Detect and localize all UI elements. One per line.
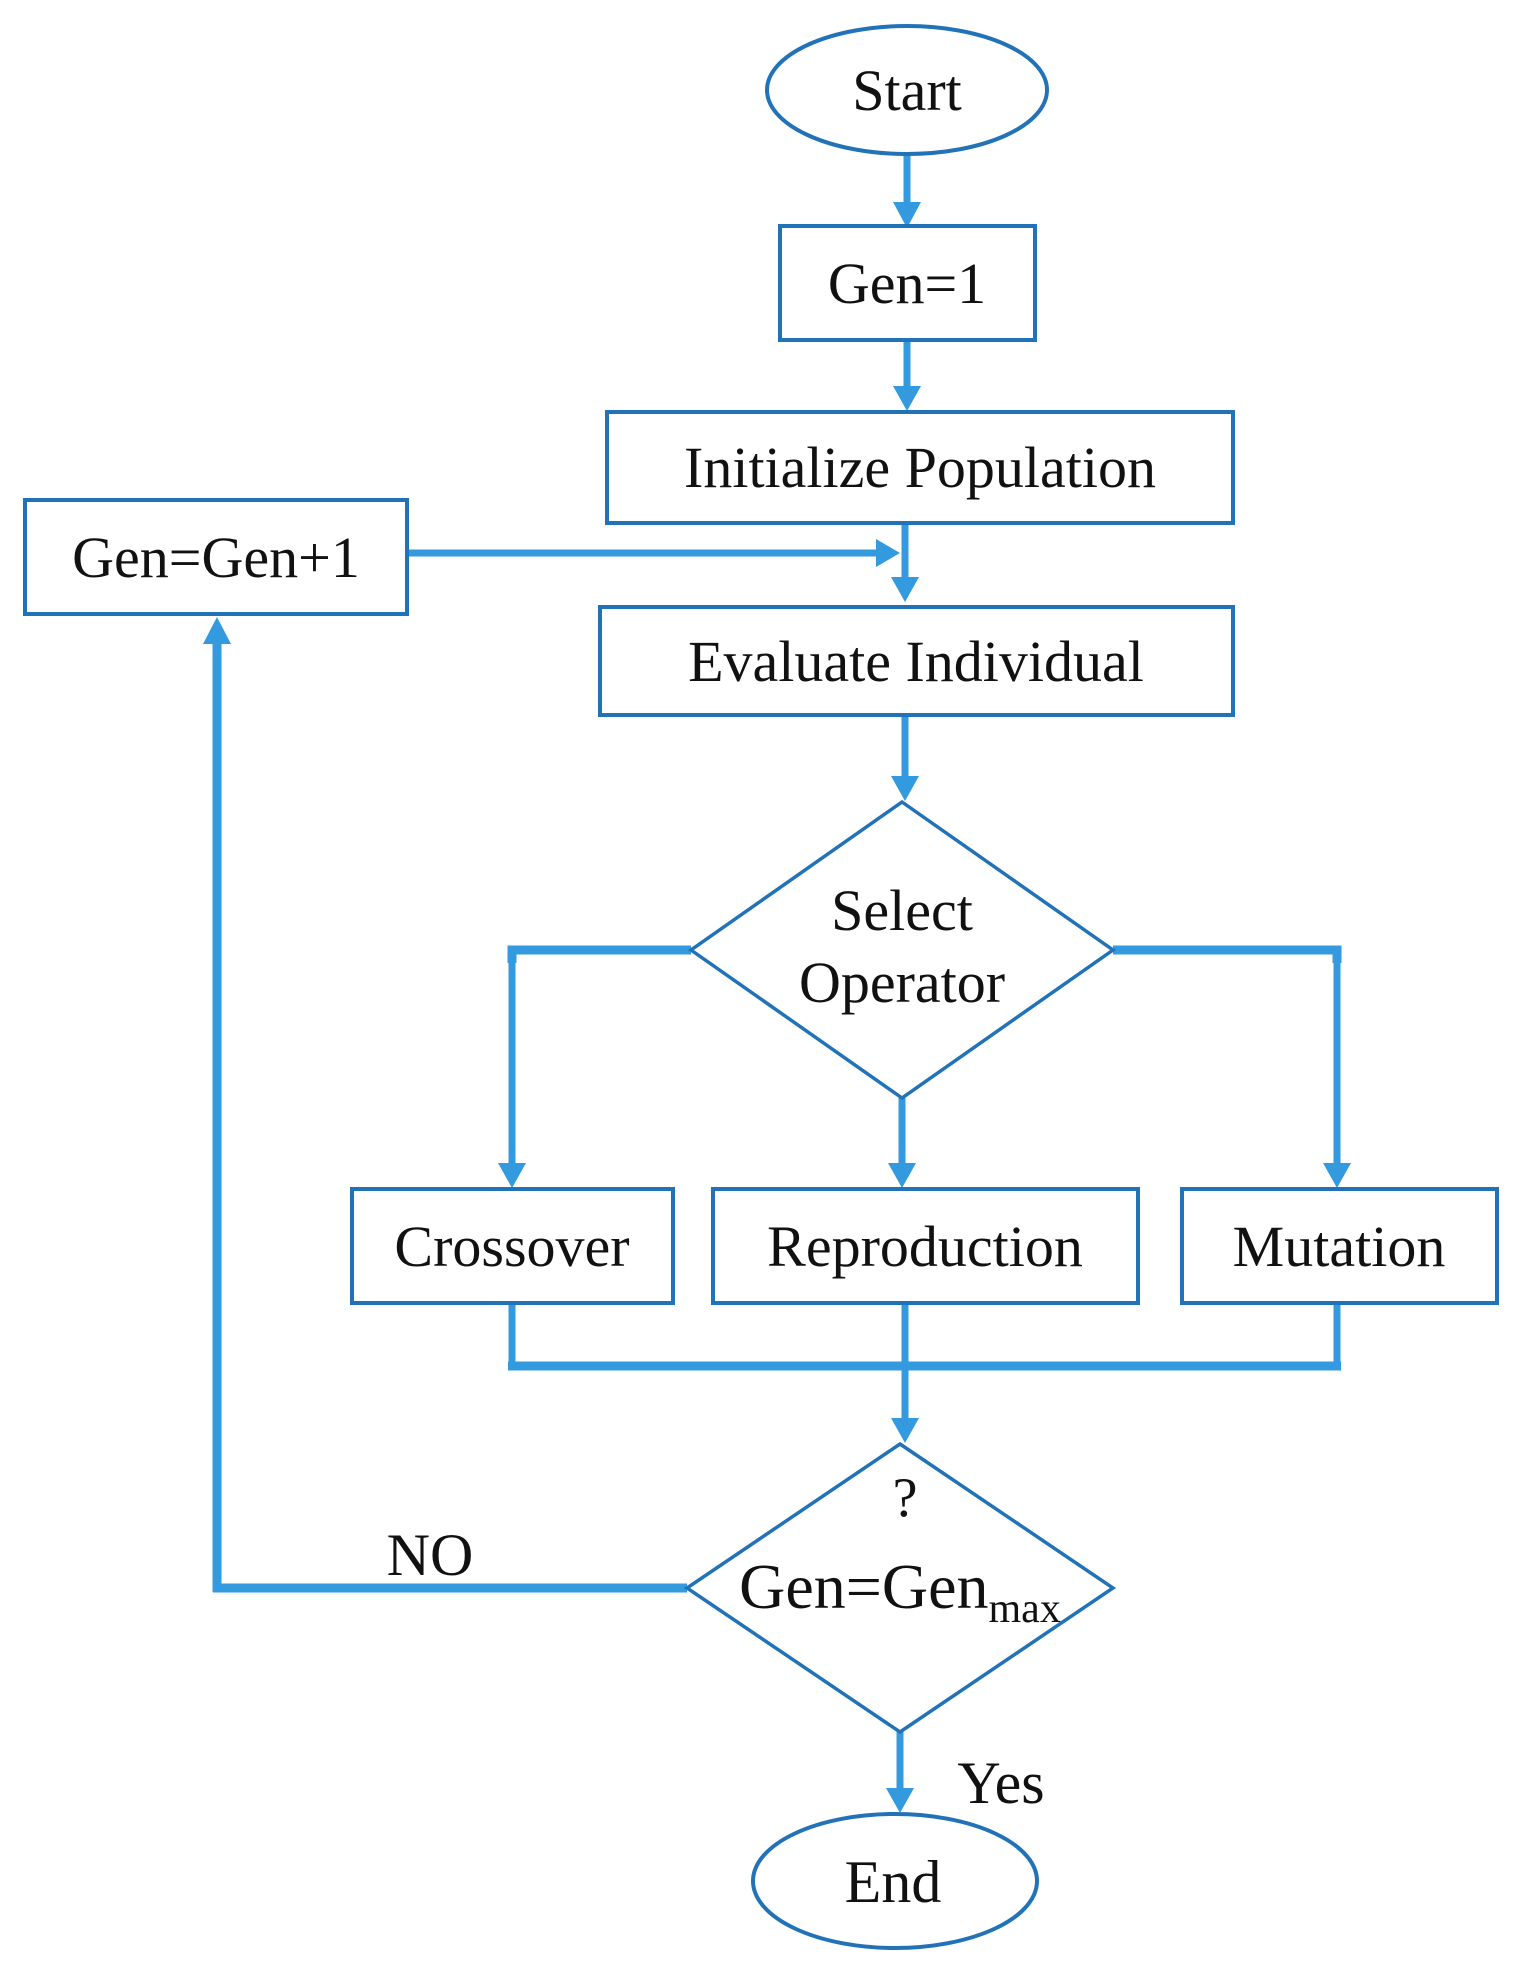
- gen-increment-label: Gen=Gen+1: [72, 525, 360, 590]
- edge-select-to-crossover: [498, 945, 691, 1188]
- gen-increment-rect: [23, 498, 409, 616]
- edge-genincrement-to-junction: [407, 539, 900, 567]
- reproduction-node: Reproduction: [711, 1187, 1140, 1305]
- edge-select-to-mutation: [1113, 945, 1351, 1188]
- termination-check-node: ? Gen=Genmax: [683, 1441, 1117, 1735]
- termination-check-label-subscript: max: [989, 1586, 1061, 1632]
- end-ellipse: [751, 1812, 1039, 1950]
- no-edge-label: NO: [387, 1522, 474, 1588]
- initialize-population-rect: [605, 410, 1235, 525]
- start-label: Start: [852, 58, 962, 123]
- gen-increment-node: Gen=Gen+1: [23, 498, 409, 616]
- yes-edge-label: Yes: [957, 1750, 1044, 1816]
- edge-reproduction-to-termination: [891, 1303, 919, 1443]
- select-operator-label-line1: Select: [831, 878, 973, 943]
- crossover-node: Crossover: [350, 1187, 675, 1305]
- reproduction-label: Reproduction: [767, 1214, 1083, 1279]
- initialize-population-node: Initialize Population: [605, 410, 1235, 525]
- termination-check-label: Gen=Genmax: [739, 1551, 1061, 1632]
- edge-start-to-gen1: [893, 152, 921, 228]
- crossover-rect: [350, 1187, 675, 1305]
- reproduction-rect: [711, 1187, 1140, 1305]
- initialize-population-label: Initialize Population: [684, 435, 1156, 500]
- evaluate-individual-label: Evaluate Individual: [688, 629, 1144, 694]
- edge-yes-to-end: [886, 1732, 914, 1813]
- select-operator-node: Select Operator: [687, 799, 1117, 1101]
- crossover-label: Crossover: [394, 1214, 629, 1279]
- end-node: End: [751, 1812, 1039, 1950]
- gen-init-node: Gen=1: [778, 224, 1037, 342]
- gen-init-label: Gen=1: [828, 251, 986, 316]
- start-node: Start: [765, 24, 1049, 156]
- evaluate-individual-rect: [598, 605, 1235, 717]
- start-ellipse: [765, 24, 1049, 156]
- gen-init-rect: [778, 224, 1037, 342]
- termination-check-label-main: Gen=Gen: [739, 1551, 988, 1622]
- end-label: End: [845, 1849, 942, 1915]
- edge-gen1-to-initialize: [893, 340, 921, 411]
- edge-select-to-reproduction: [888, 1098, 916, 1188]
- select-operator-diamond: [687, 799, 1117, 1101]
- termination-check-diamond: [683, 1441, 1117, 1735]
- termination-question-mark: ?: [893, 1467, 918, 1529]
- select-operator-label-line2: Operator: [799, 950, 1005, 1015]
- edge-evaluate-to-select: [891, 715, 919, 801]
- mutation-node: Mutation: [1180, 1187, 1499, 1305]
- edge-initialize-to-evaluate: [891, 524, 919, 602]
- evaluate-individual-node: Evaluate Individual: [598, 605, 1235, 717]
- mutation-label: Mutation: [1233, 1214, 1446, 1279]
- mutation-rect: [1180, 1187, 1499, 1305]
- edge-no-loop: [203, 617, 687, 1593]
